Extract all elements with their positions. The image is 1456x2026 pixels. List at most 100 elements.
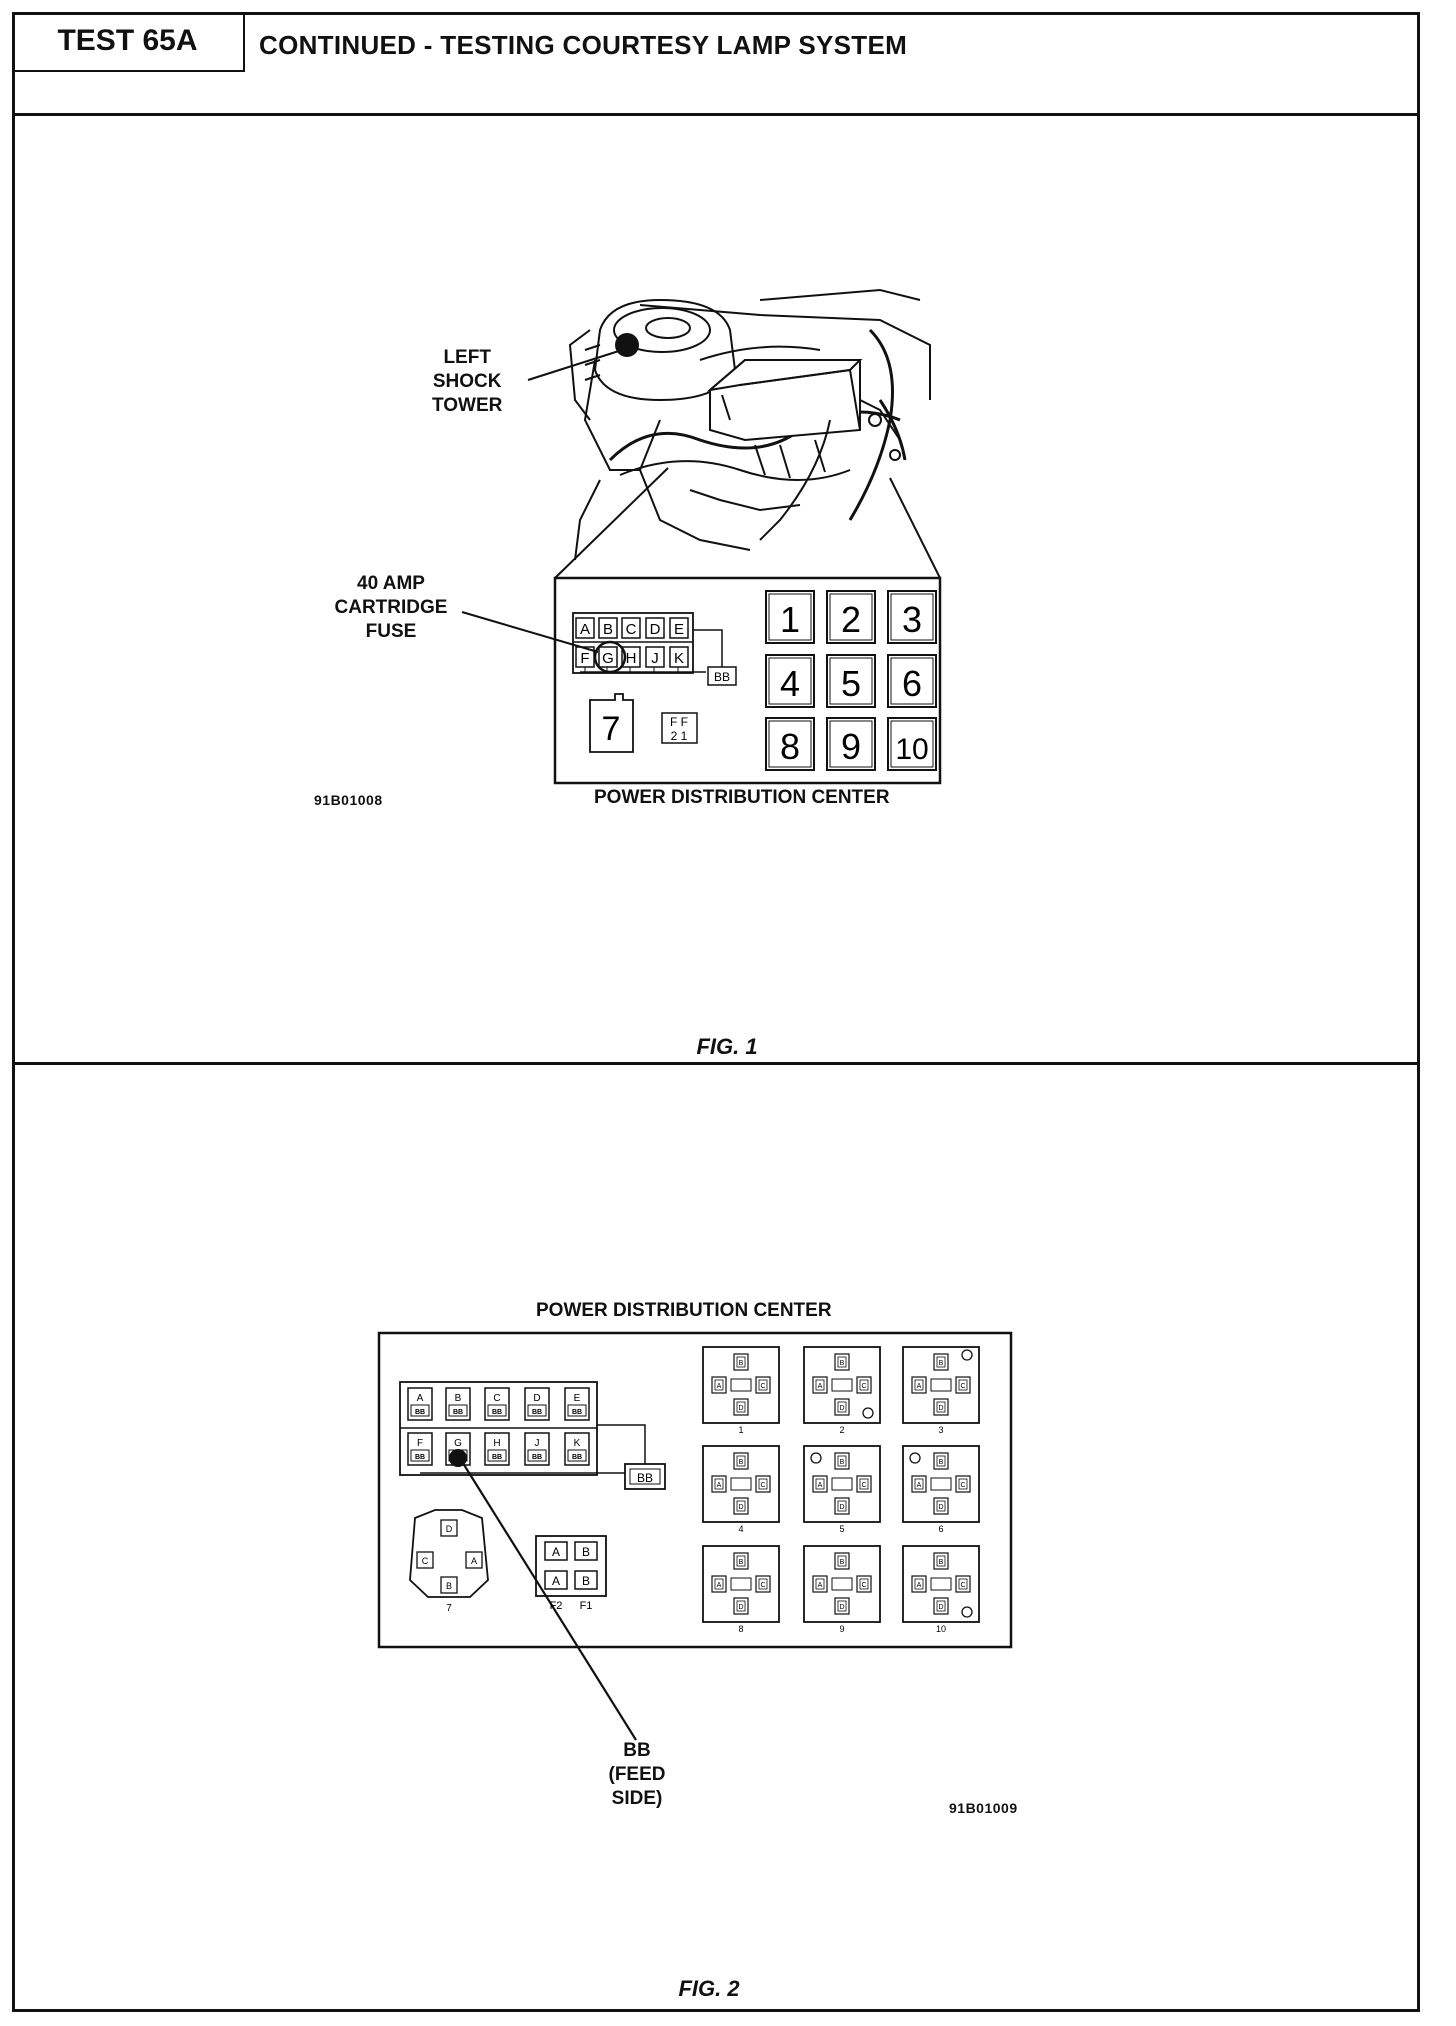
fig1-relay-8-label: 8: [780, 726, 800, 767]
fig2-relay-4-pin-b-inner: [736, 1455, 746, 1467]
fig2-relay-10-pin-d-inner: [936, 1600, 946, 1612]
fig1-fuse-h-label: H: [626, 650, 637, 667]
fig2-relay-6-label: 6: [938, 1524, 943, 1534]
fig2-relay-10-pin-d-label: D: [938, 1604, 943, 1611]
fig1-fuse-a: [575, 617, 595, 639]
fig2-relay-8-pin-a-label: A: [717, 1582, 722, 1589]
fig2-relay-5-pin-b-inner: [837, 1455, 847, 1467]
fig2-relay-10-pin-c-inner: [958, 1578, 968, 1590]
fig2-relay-2-label: 2: [839, 1425, 844, 1435]
fig2-relay-1-center: [730, 1378, 752, 1392]
fig2-relay-8-pin-c-label: C: [760, 1582, 765, 1589]
fig2-ff-cell-3-label: B: [582, 1574, 590, 1588]
fig2-relay-5-pin-d-label: D: [839, 1504, 844, 1511]
fig2-fuse-h-label: H: [493, 1438, 500, 1449]
fig2-relay-1-pin-c: [755, 1376, 771, 1394]
fig2-fuse-j-label: J: [535, 1438, 540, 1449]
fig2-relay-3-pin-c-inner: [958, 1379, 968, 1391]
fig2-relay-4: [702, 1445, 780, 1523]
fig2-relay-6-pin-a: [911, 1475, 927, 1493]
fig2-ff-cell-2-label: A: [552, 1574, 560, 1588]
fig1-relay-6: [887, 654, 937, 708]
fig1-ff-top: F F: [670, 715, 688, 729]
fig2-relay-7: [409, 1509, 489, 1598]
fig1-relay-5-inner: [829, 657, 873, 705]
fig2-relay-9-label: 9: [839, 1624, 844, 1634]
fig1-relay-9-inner: [829, 720, 873, 768]
fig2-relay-9-pin-a: [812, 1575, 828, 1593]
fig1-fuse-c-label: C: [626, 621, 637, 638]
fig2-relay-1-pin-a-label: A: [717, 1383, 722, 1390]
fig2-relay-3-pin-d-inner: [936, 1401, 946, 1413]
fig1-relay-8-inner: [768, 720, 812, 768]
fig2-relay-3-pin-a-inner: [914, 1379, 924, 1391]
fig2-relay-9-pin-d: [834, 1597, 850, 1615]
fig2-relay-4-pin-a-inner: [714, 1478, 724, 1490]
fig1-relay-1-label: 1: [780, 599, 800, 640]
fig2-relay-5-label: 5: [839, 1524, 844, 1534]
fig2-relay-3-pin-d: [933, 1398, 949, 1416]
fig2-relay-2-index-circle: [862, 1407, 874, 1419]
fig2-relay-1-label: 1: [738, 1425, 743, 1435]
fig2-relay-4-pin-c: [755, 1475, 771, 1493]
fig2-relay-6-pin-d-inner: [936, 1500, 946, 1512]
fig2-relay-5-pin-b: [834, 1452, 850, 1470]
fig1-fuse-e: [669, 617, 689, 639]
fig2-relay7-pin-a-label: A: [471, 1556, 477, 1566]
fig2-fuse-d-terminal: [527, 1404, 547, 1417]
fig2-ff-cell-0-label: A: [552, 1545, 560, 1559]
fig2-relay-10-pin-c-label: C: [960, 1582, 965, 1589]
fig1-relay-5: [826, 654, 876, 708]
fig2-relay-9-pin-b-label: B: [840, 1559, 845, 1566]
fig2-fuse-j-terminal: [527, 1449, 547, 1462]
fig2-relay-8-pin-b-inner: [736, 1555, 746, 1567]
fig2-relay-10-pin-b: [933, 1552, 949, 1570]
fig1-fuse-b-label: B: [603, 621, 613, 638]
fig2-ff-cell-1-label: B: [582, 1545, 590, 1559]
fig2-relay-4-center: [730, 1477, 752, 1491]
fig2-relay-2: [803, 1346, 881, 1424]
fig2-pdc-title: POWER DISTRIBUTION CENTER: [536, 1300, 832, 1321]
fig2-relay-3: [902, 1346, 980, 1424]
fig1-fuse-f-label: F: [580, 650, 589, 667]
fig2-relay-5-pin-c: [856, 1475, 872, 1493]
fig2-relay-3-pin-b-label: B: [939, 1360, 944, 1367]
fig1-relay-1: [765, 590, 815, 644]
page-frame: [12, 12, 1420, 2012]
fig1-relay-3-label: 3: [902, 599, 922, 640]
fig2-bb-box: [624, 1463, 666, 1490]
fig1-fuse-h: [621, 646, 641, 668]
fig2-relay-3-pin-a-label: A: [917, 1383, 922, 1390]
fig2-relay-5-pin-c-label: C: [861, 1482, 866, 1489]
fig2-relay-1-pin-a: [711, 1376, 727, 1394]
fig2-relay-3-pin-b: [933, 1353, 949, 1371]
fig2-relay-6-pin-c-label: C: [960, 1482, 965, 1489]
fig1-relay-3-inner: [890, 593, 934, 641]
fig2-fuse-h-terminal-label: BB: [492, 1454, 502, 1461]
fig2-relay-1-pin-b-inner: [736, 1356, 746, 1368]
fig1-relay-4-label: 4: [780, 663, 800, 704]
fig2-relay-9-center: [831, 1577, 853, 1591]
fig2-relay-9-pin-b-inner: [837, 1555, 847, 1567]
fig2-relay-6-pin-a-inner: [914, 1478, 924, 1490]
fig2-relay-4-pin-a-label: A: [717, 1482, 722, 1489]
fig2-relay-9: [803, 1545, 881, 1623]
fig2-fuse-k: [564, 1432, 590, 1466]
figure-divider: [12, 1062, 1420, 1065]
fig2-relay-9-pin-d-label: D: [839, 1604, 844, 1611]
fig2-relay-4-pin-d: [733, 1497, 749, 1515]
fig2-fuse-k-terminal-label: BB: [572, 1454, 582, 1461]
page-title: CONTINUED - TESTING COURTESY LAMP SYSTEM: [259, 30, 908, 60]
fig1-relay-10-inner: [890, 720, 934, 768]
fig2-relay-1-pin-c-label: C: [760, 1383, 765, 1390]
fig2-bb-label: BB: [637, 1471, 653, 1485]
fig2-ff-label-f2: F2: [550, 1600, 563, 1612]
fig2-relay-8-center: [730, 1577, 752, 1591]
fig2-fuse-e: [564, 1387, 590, 1421]
fig2-relay-6-pin-c: [955, 1475, 971, 1493]
fig2-fuse-d-terminal-label: BB: [532, 1409, 542, 1416]
fig2-pdc-panel: [377, 1331, 1013, 1649]
fig2-relay-3-pin-c: [955, 1376, 971, 1394]
fig2-relay-10-pin-a-inner: [914, 1578, 924, 1590]
fig2-relay-10-pin-a-label: A: [917, 1582, 922, 1589]
